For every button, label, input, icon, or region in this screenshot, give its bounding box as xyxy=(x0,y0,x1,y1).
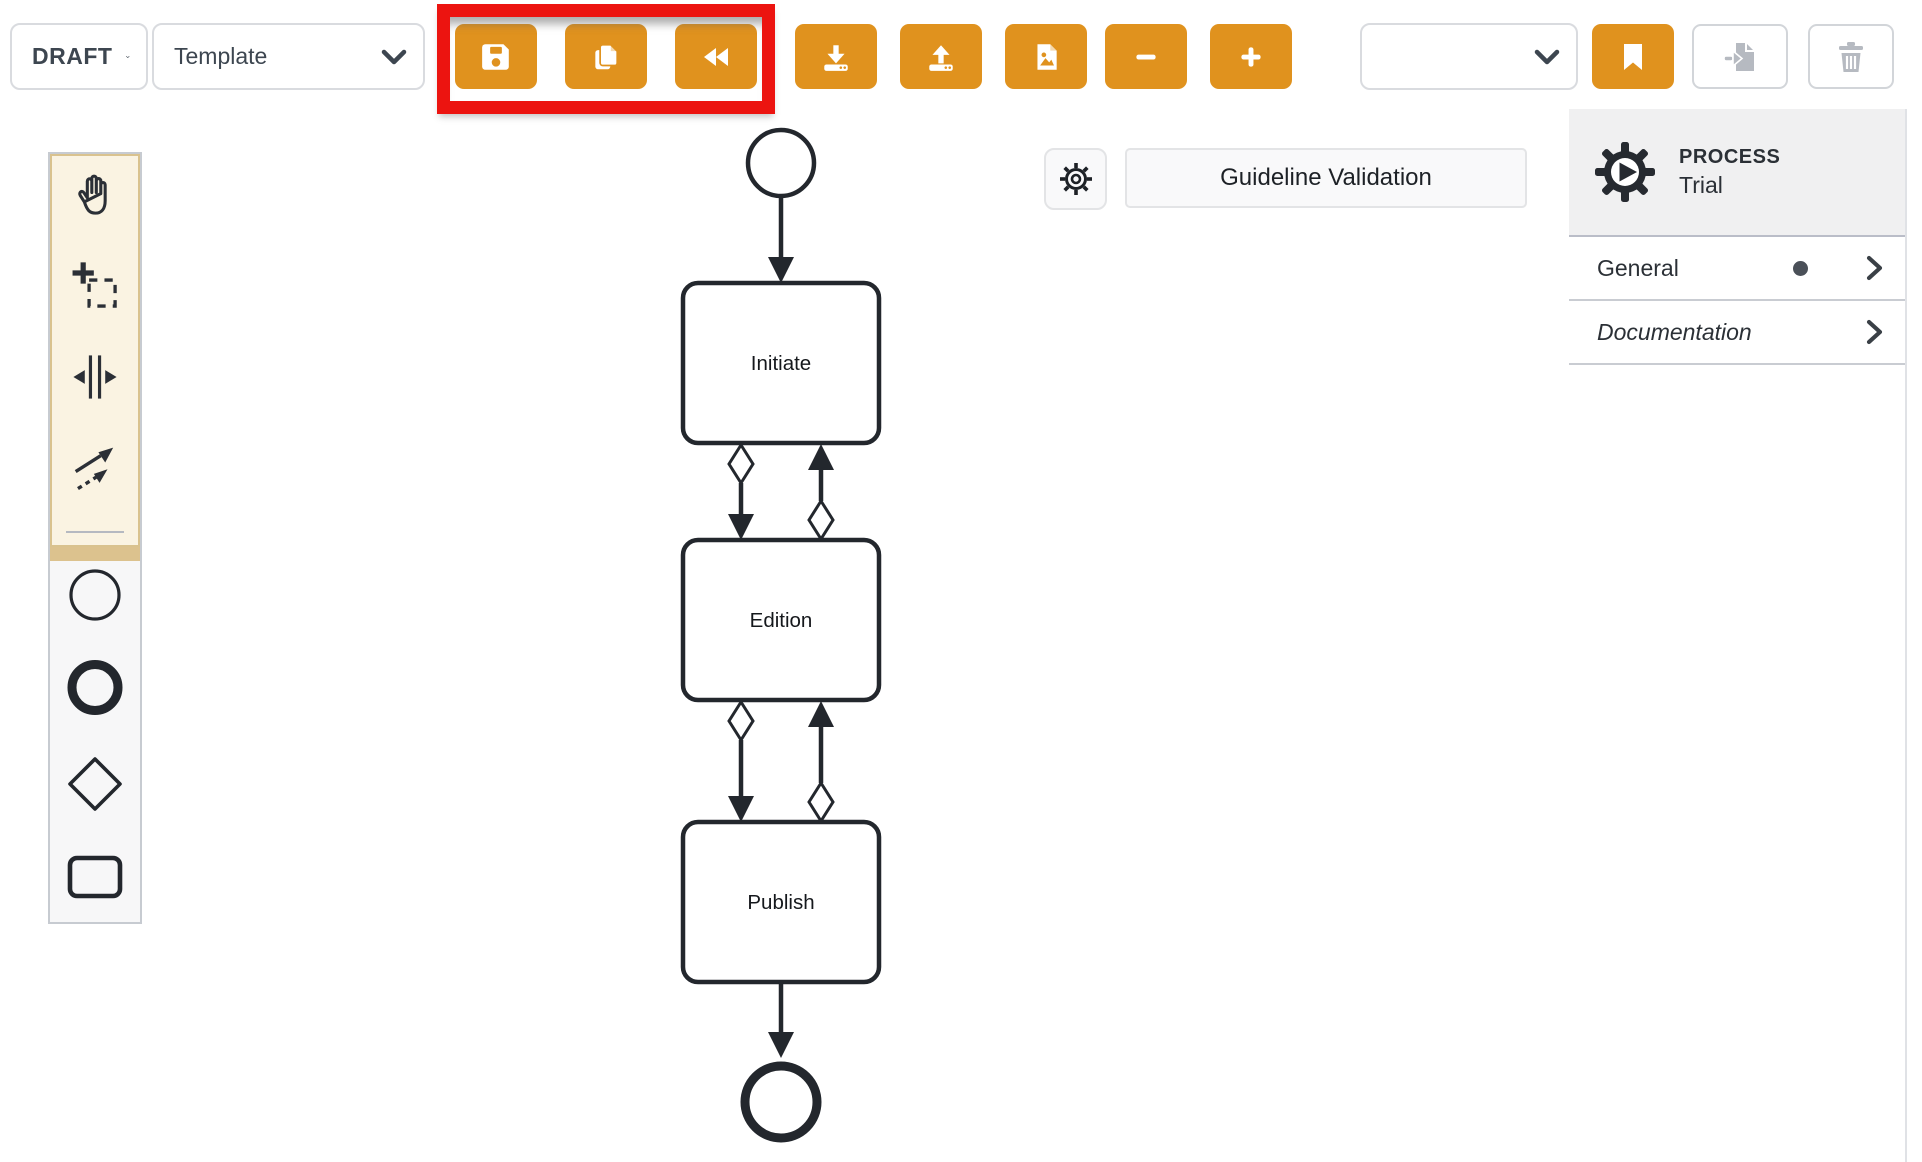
task-node-publish[interactable]: Publish xyxy=(680,819,882,985)
chevron-down-icon xyxy=(126,55,130,58)
chevron-down-icon xyxy=(1534,49,1560,64)
space-tool-icon xyxy=(73,355,117,399)
trash-icon xyxy=(1839,41,1863,72)
properties-panel: PROCESS Trial General Documentation xyxy=(1569,109,1907,1162)
guideline-validation-label: Guideline Validation xyxy=(1220,164,1432,191)
task-label: Publish xyxy=(747,891,814,914)
image-file-icon xyxy=(1037,43,1057,70)
flow-publish-to-end[interactable] xyxy=(768,982,794,1058)
bpmn-canvas[interactable]: Initiate Edition xyxy=(600,100,980,1162)
upload-button[interactable] xyxy=(900,24,982,89)
start-event-icon xyxy=(69,569,121,621)
save-button[interactable] xyxy=(455,24,537,89)
zoom-in-button[interactable] xyxy=(1210,24,1292,89)
end-event-node[interactable] xyxy=(740,1061,822,1143)
palette-start-event[interactable] xyxy=(68,568,122,627)
guideline-validation-button[interactable]: Guideline Validation xyxy=(1125,148,1527,208)
flow-initiate-to-edition[interactable] xyxy=(727,442,755,540)
lasso-tool[interactable] xyxy=(69,260,121,317)
task-label: Initiate xyxy=(751,352,811,375)
panel-row-label: General xyxy=(1597,254,1679,281)
gear-icon xyxy=(1059,163,1092,195)
panel-row-general[interactable]: General xyxy=(1569,237,1905,301)
minus-icon xyxy=(1136,54,1156,60)
rewind-icon xyxy=(704,47,728,66)
end-event-icon xyxy=(67,660,123,715)
palette-task[interactable] xyxy=(66,854,124,905)
properties-panel-header: PROCESS Trial xyxy=(1569,109,1905,237)
palette-separator xyxy=(66,531,124,533)
export-file-icon xyxy=(1723,42,1754,71)
start-event-node[interactable] xyxy=(745,127,817,199)
connect-arrows-icon xyxy=(74,447,114,491)
task-label: Edition xyxy=(750,609,813,632)
status-dropdown[interactable]: DRAFT xyxy=(10,23,148,90)
download-icon xyxy=(824,44,848,71)
flow-start-to-initiate[interactable] xyxy=(768,197,794,283)
chevron-right-icon xyxy=(1866,255,1883,281)
space-tool[interactable] xyxy=(70,352,120,407)
task-node-edition[interactable]: Edition xyxy=(680,537,882,703)
template-dropdown[interactable]: Template xyxy=(152,23,425,90)
download-button[interactable] xyxy=(795,24,877,89)
export-file-button[interactable] xyxy=(1692,24,1788,89)
floppy-disk-icon xyxy=(482,43,509,70)
element-type-label: PROCESS xyxy=(1679,145,1781,168)
flow-edition-to-publish[interactable] xyxy=(727,699,755,822)
lasso-icon xyxy=(72,262,117,308)
global-connect-tool[interactable] xyxy=(70,442,120,497)
task-node-initiate[interactable]: Initiate xyxy=(680,280,882,446)
copy-button[interactable] xyxy=(565,24,647,89)
flow-edition-to-initiate[interactable] xyxy=(807,444,835,542)
task-icon xyxy=(67,855,123,899)
process-gear-play-icon xyxy=(1595,142,1655,202)
flow-publish-to-edition[interactable] xyxy=(807,701,835,824)
bookmark-button[interactable] xyxy=(1592,24,1674,89)
palette-tools-group xyxy=(50,154,140,547)
zoom-out-button[interactable] xyxy=(1105,24,1187,89)
version-dropdown[interactable] xyxy=(1360,23,1578,90)
status-dropdown-label: DRAFT xyxy=(32,43,113,69)
panel-row-label: Documentation xyxy=(1597,318,1752,345)
export-image-button[interactable] xyxy=(1005,24,1087,89)
upload-icon xyxy=(929,44,953,71)
chevron-right-icon xyxy=(1866,319,1883,345)
chevron-down-icon xyxy=(381,49,407,64)
indicator-dot xyxy=(1793,260,1808,276)
gateway-icon xyxy=(68,757,122,811)
hand-tool[interactable] xyxy=(69,170,121,227)
modeler-palette xyxy=(48,152,142,924)
copy-icon xyxy=(595,43,619,69)
element-name-label: Trial xyxy=(1679,171,1723,198)
validation-settings-button[interactable] xyxy=(1044,148,1107,210)
template-dropdown-label: Template xyxy=(174,43,268,69)
plus-icon xyxy=(1241,46,1261,67)
palette-gateway[interactable] xyxy=(66,755,124,818)
palette-end-event[interactable] xyxy=(67,659,124,721)
bookmark-icon xyxy=(1624,43,1642,70)
delete-button[interactable] xyxy=(1808,24,1894,89)
palette-group-strip xyxy=(50,547,140,561)
panel-row-documentation[interactable]: Documentation xyxy=(1569,301,1905,365)
rewind-button[interactable] xyxy=(675,24,757,89)
hand-icon xyxy=(78,174,107,215)
